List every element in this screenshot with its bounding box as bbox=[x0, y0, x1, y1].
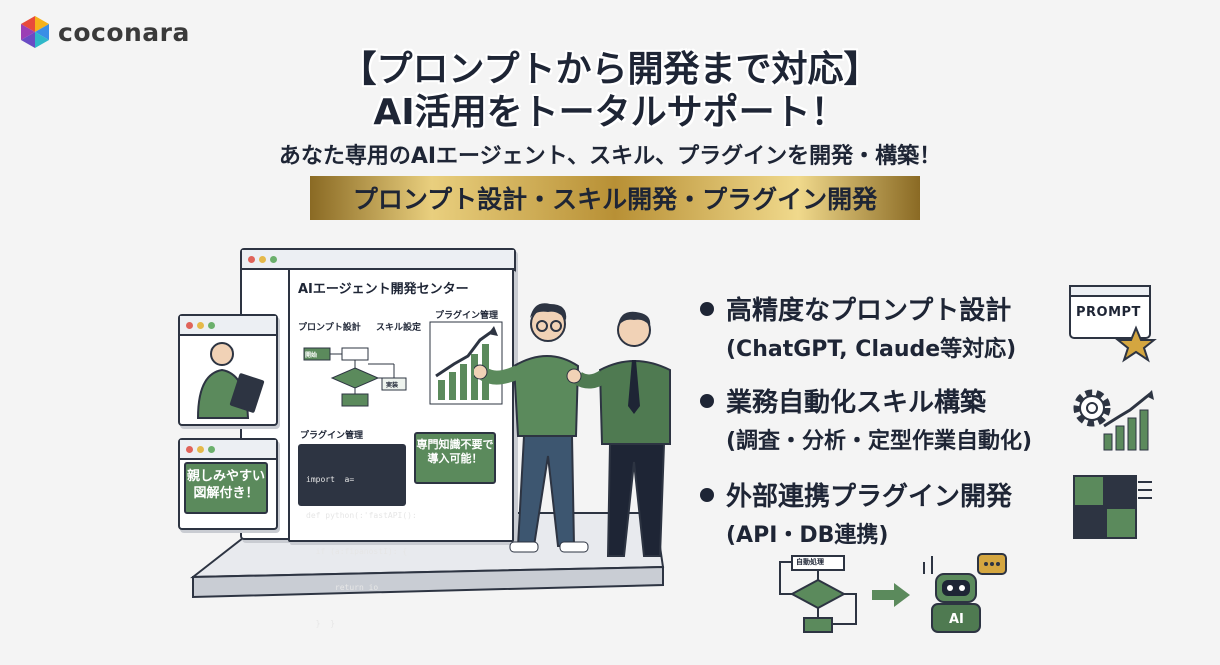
side-screen-top bbox=[178, 314, 278, 426]
feature-title: 業務自動化スキル構築 bbox=[726, 388, 987, 418]
coconara-logo-icon bbox=[21, 16, 49, 48]
code-line: return io bbox=[306, 583, 379, 592]
bullet-icon bbox=[700, 393, 714, 408]
feature-detail: (調査・分析・定型作業自動化) bbox=[726, 429, 1033, 454]
gear-chart-icon bbox=[1073, 389, 1154, 451]
prompt-star-icon bbox=[1069, 285, 1157, 363]
tab-skill[interactable]: スキル設定 bbox=[376, 323, 422, 333]
side-screen-bottom-titlebar bbox=[180, 440, 276, 460]
feature-detail: (ChatGPT, Claude等対応) bbox=[726, 337, 1017, 362]
person-tablet-illustration bbox=[196, 342, 265, 419]
gold-banner: プロンプト設計・スキル開発・プラグイン開発 bbox=[310, 176, 920, 220]
feature-title: 外部連携プラグイン開発 bbox=[726, 482, 1013, 512]
plugin-section-label: プラグイン管理 bbox=[300, 431, 364, 441]
code-line: if (a:fipanostI): { bbox=[306, 547, 408, 556]
brand-logo[interactable]: coconara bbox=[20, 14, 190, 50]
gold-banner-text: プロンプト設計・スキル開発・プラグイン開発 bbox=[352, 185, 878, 214]
code-line: } } bbox=[306, 619, 335, 628]
puzzle-icon bbox=[1073, 475, 1152, 539]
prompt-card-label: PROMPT bbox=[1076, 305, 1141, 320]
headline-line2: AI活用をトータルサポート！ bbox=[373, 92, 847, 133]
arrow-right-icon bbox=[872, 583, 910, 607]
flow-side-label: 実装 bbox=[386, 382, 399, 389]
tab-prompt[interactable]: プロンプト設計 bbox=[298, 323, 361, 333]
ai-robot-icon bbox=[923, 553, 1007, 633]
brand-name: coconara bbox=[58, 17, 190, 47]
tab-plugin[interactable]: プラグイン管理 bbox=[435, 311, 499, 321]
main-screen-title: AIエージェント開発センター bbox=[298, 282, 469, 297]
flow-start-label: 開始 bbox=[305, 352, 318, 359]
two-people-illustration bbox=[474, 303, 671, 557]
side-note-badge: 親しみやすい 図解付き！ bbox=[184, 462, 268, 514]
feature-detail: (API・DB連携) bbox=[726, 523, 889, 548]
code-line: import a= bbox=[306, 475, 355, 484]
feature-2: 業務自動化スキル構築 (調査・分析・定型作業自動化) bbox=[700, 382, 1032, 455]
headline-subtitle: あなた専用のAIエージェント、スキル、プラグインを開発・構築！ bbox=[278, 144, 942, 169]
side-screen-top-titlebar bbox=[180, 316, 276, 336]
code-snippet: import a= def python(:'fastAPI(): if (a:… bbox=[298, 444, 417, 628]
feature-1: 高精度なプロンプト設計 (ChatGPT, Claude等対応) bbox=[700, 290, 1016, 363]
automation-flow-icon bbox=[779, 555, 857, 633]
bullet-icon bbox=[700, 301, 714, 316]
flow-small-label: 自動処理 bbox=[796, 558, 824, 566]
feature-title: 高精度なプロンプト設計 bbox=[726, 296, 1012, 326]
headline-line1: 【プロンプトから開発まで対応】 bbox=[340, 49, 880, 90]
speech-bubble: 専門知識不要で 導入可能！ bbox=[414, 432, 496, 484]
bullet-icon bbox=[700, 487, 714, 502]
flowchart-diagram bbox=[303, 347, 407, 407]
feature-3: 外部連携プラグイン開発 (API・DB連携) bbox=[700, 476, 1012, 549]
main-screen-titlebar bbox=[242, 250, 514, 270]
robot-label: AI bbox=[949, 612, 964, 627]
code-line: def python(:'fastAPI(): bbox=[306, 511, 417, 520]
